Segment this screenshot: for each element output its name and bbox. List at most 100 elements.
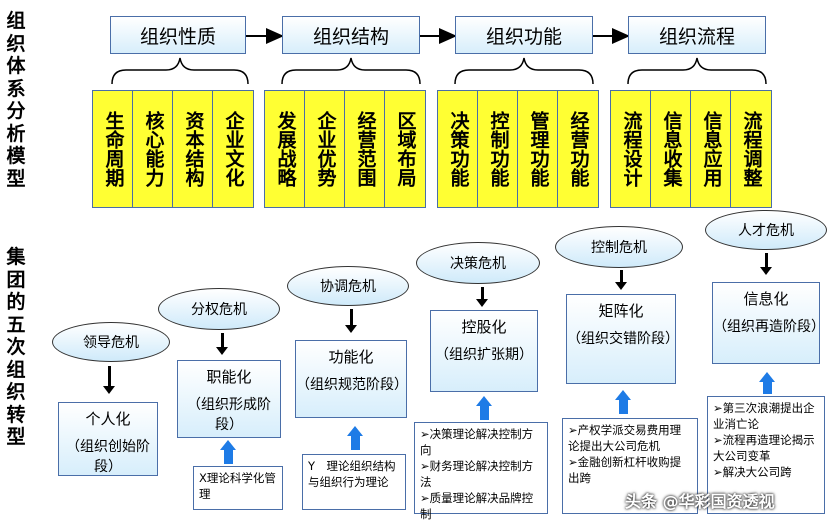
note-item: ➢金融创新杠杆收购提出跨 [568,455,682,485]
item-text: 企业优势 [314,111,337,187]
stage-title: 控股化 [461,318,507,336]
stage-box: 功能化 （组织规范阶段） [295,340,408,418]
category-org-structure: 组织结构 [282,16,420,54]
item-text: 信息应用 [700,111,723,187]
stage-box: 职能化 （组织形成阶段） [177,360,281,438]
item-text: 信息收集 [660,111,683,187]
note-item: ➢第三次浪潮提出企业消亡论 [713,401,815,431]
blue-up-arrow-head [615,390,631,400]
item-cell: 信息收集 [650,90,692,208]
down-arrow [481,287,484,301]
item-cell: 核心能力 [132,90,174,208]
blue-up-arrow [480,404,489,420]
stage-phase: （组织创始阶段） [66,439,150,475]
item-cell: 管理功能 [517,90,559,208]
stage-box: 信息化 （组织再造阶段） [712,282,825,364]
down-arrow-head [476,299,488,307]
crisis-ellipse: 协调危机 [287,266,409,306]
theory-note: X理论科学化管理 [193,466,283,510]
item-text: 核心能力 [142,111,165,187]
crisis-label: 领导危机 [83,335,139,351]
blue-up-arrow-head [476,396,492,406]
item-cell: 流程设计 [610,90,652,208]
note-item: ➢质量理论解决品牌控制 [420,491,534,521]
note-item: X理论科学化管理 [199,471,276,501]
blue-up-arrow-head [347,426,363,436]
blue-up-arrow [763,380,772,394]
item-text: 控制功能 [487,111,510,187]
down-arrow [765,253,768,269]
stage-title: 信息化 [743,290,789,308]
down-arrow [221,333,224,349]
stage-phase: （组织形成阶段） [187,397,271,433]
blue-up-arrow [619,398,628,414]
crisis-ellipse: 人才危机 [705,210,827,250]
item-cell: 控制功能 [477,90,519,208]
crisis-ellipse: 控制危机 [555,226,683,268]
stage-title: 个人化 [85,410,131,428]
brace-4 [627,57,767,85]
crisis-label: 控制危机 [591,240,647,256]
model-title: 组织体系分析模型 [6,10,26,190]
item-cell: 信息应用 [690,90,732,208]
transformation-title: 集团的五次组织转型 [6,246,26,448]
note-item: ➢解决大公司跨 [713,465,792,479]
crisis-label: 协调危机 [320,279,376,295]
item-cell: 经营功能 [557,90,599,208]
brace-3 [454,57,594,85]
item-cell: 发展战略 [264,90,306,208]
stage-box: 矩阵化 （组织交错阶段） [566,294,679,384]
crisis-label: 分权危机 [191,302,247,318]
stage-box: 个人化 （组织创始阶段） [58,402,158,476]
category-label: 组织流程 [658,25,735,48]
stage-phase: （组织扩张期） [435,347,533,363]
brace-1 [111,57,249,85]
down-arrow-head [345,325,357,333]
item-text: 流程调整 [740,111,763,187]
down-arrow-head [615,282,627,290]
item-cell: 经营范围 [344,90,386,208]
item-cell: 企业优势 [304,90,346,208]
stage-phase: （组织规范阶段） [296,377,408,393]
down-arrow [108,366,111,388]
item-cell: 区域布局 [384,90,426,208]
note-item: Y 理论组织结构与组织行为理论 [308,459,396,489]
category-org-nature: 组织性质 [110,16,246,54]
blue-up-arrow-head [759,372,775,382]
down-arrow-head [103,386,115,394]
item-text: 经营功能 [567,111,590,187]
item-text: 企业文化 [222,111,245,187]
note-item: ➢决策理论解决控制方向 [420,427,534,457]
stage-box: 控股化 （组织扩张期） [430,310,538,392]
brace-2 [281,57,421,85]
item-text: 经营范围 [354,111,377,187]
item-cell: 生命周期 [92,90,134,208]
category-org-function: 组织功能 [455,16,593,54]
down-arrow [350,309,353,327]
crisis-ellipse: 领导危机 [52,322,170,362]
stage-title: 功能化 [328,348,374,366]
blue-up-arrow [224,448,233,464]
category-org-process: 组织流程 [628,16,766,54]
item-text: 流程设计 [620,111,643,187]
stage-phase: （组织交错阶段） [567,331,679,347]
crisis-label: 决策危机 [450,256,506,272]
note-item: ➢财务理论解决控制方法 [420,459,534,489]
stage-title: 职能化 [206,368,252,386]
down-arrow [620,270,623,284]
stage-phase: （组织再造阶段） [713,319,825,335]
item-text: 资本结构 [182,111,205,187]
item-text: 决策功能 [447,111,470,187]
item-text: 管理功能 [527,111,550,187]
theory-note: ➢第三次浪潮提出企业消亡论 ➢流程再造理论揭示大公司变革 ➢解决大公司跨 [707,396,825,514]
crisis-label: 人才危机 [738,223,794,239]
note-item: ➢流程再造理论揭示大公司变革 [713,433,815,463]
category-label: 组织性质 [139,25,216,48]
down-arrow-head [760,267,772,275]
item-text: 发展战略 [274,111,297,187]
watermark: 头条 @华彩国资透视 [625,492,775,511]
item-text: 生命周期 [102,111,125,187]
theory-note: ➢产权学派交易费用理论提出大公司危机 ➢金融创新杠杆收购提出跨 [562,418,698,514]
crisis-ellipse: 分权危机 [158,288,280,330]
